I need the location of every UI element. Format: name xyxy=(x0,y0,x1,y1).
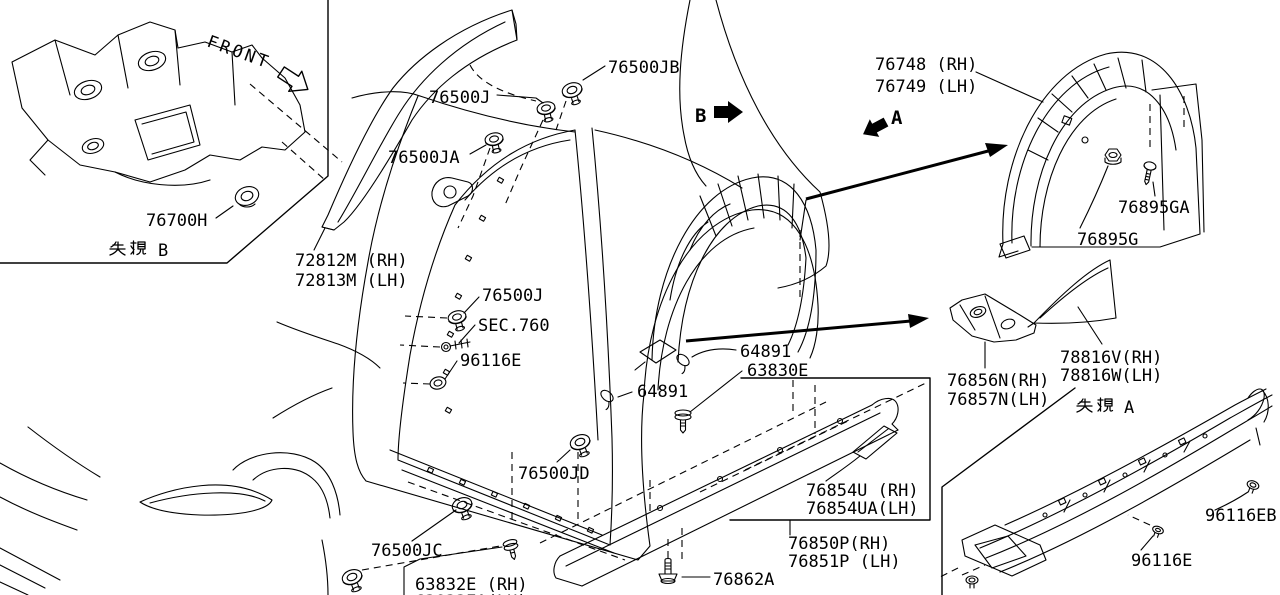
inset-a-border xyxy=(941,387,1076,595)
kanji-shi xyxy=(130,240,147,256)
part-label-76500ja: 76500JA xyxy=(388,148,460,168)
part-label-64891-b: 64891 xyxy=(637,382,688,402)
view-markers: B A xyxy=(685,101,1008,343)
leader-76500j-top xyxy=(496,94,544,104)
pin-64891-b-icon xyxy=(600,389,614,411)
part-label-76862a: 76862A xyxy=(713,570,774,590)
part-label-64891-a: 64891 xyxy=(740,342,791,362)
marker-b-label: B xyxy=(695,105,706,127)
part-label-72812m: 72812M (RH) xyxy=(295,251,408,271)
part-label-76748: 76748 (RH) xyxy=(875,55,977,75)
leaders-wheelhouse xyxy=(975,71,1156,229)
detail-arrow-bracket xyxy=(685,314,929,343)
part-label-78816v: 78816V(RH) xyxy=(1060,348,1162,368)
marker-a-label: A xyxy=(891,107,903,129)
part-label-76500j-mid: 76500J xyxy=(482,286,543,306)
part-label-76700h: 76700H xyxy=(146,211,207,231)
clip-76500jd-icon xyxy=(569,434,591,458)
inset-b-view-letter: B xyxy=(158,241,168,261)
marker-a-arrow-icon xyxy=(863,117,889,137)
leader-76500ja xyxy=(469,144,487,155)
clip-corner-icon xyxy=(341,569,363,593)
closing-parts: 76856N(RH) 76857N(LH) 78816V(RH) 78816W(… xyxy=(947,259,1162,410)
sill-molding-assembly: 64891 63830E 64891 76500JD 76500JC 63832… xyxy=(341,342,931,595)
clip-inset-a-corner-icon xyxy=(965,575,979,589)
part-label-96116e-br: 96116E xyxy=(1131,551,1192,571)
part-label-72813m: 72813M (LH) xyxy=(295,271,408,291)
clip-96116eb-icon xyxy=(1246,480,1260,494)
inset-view-b: 76700H B xyxy=(0,0,343,264)
leaders-mid xyxy=(444,296,480,380)
nut-76895g-icon xyxy=(1104,148,1122,165)
part-label-76895ga: 76895GA xyxy=(1118,198,1190,218)
marker-b-arrow-icon xyxy=(714,101,743,123)
part-label-96116eb: 96116EB xyxy=(1205,506,1277,526)
wheelhouse-protector-detail: 76748 (RH) 76749 (LH) 76895GA 76895G xyxy=(875,51,1205,259)
part-label-76500jc: 76500JC xyxy=(371,541,443,561)
top-clips: 76500J 76500JA 76500JB xyxy=(388,58,680,229)
bracket-76856n-drawing xyxy=(949,293,1037,343)
inset-b-caption: B xyxy=(109,240,168,261)
screw-76895ga-icon xyxy=(1143,161,1157,186)
part-label-76500j-top: 76500J xyxy=(429,88,490,108)
leader-76700h xyxy=(215,205,234,219)
clip-76500jc-icon xyxy=(451,497,473,521)
clip-76500jb-icon xyxy=(561,82,583,106)
kanji-ya xyxy=(1076,398,1093,413)
detail-arrow-wheelhouse xyxy=(805,143,1008,201)
part-label-76856n: 76856N(RH) xyxy=(947,371,1049,391)
part-label-76854u: 76854U (RH) xyxy=(806,481,919,501)
part-label-76850p: 76850P(RH) xyxy=(788,534,890,554)
rivet-63830e-icon xyxy=(674,409,692,434)
front-label: FRONT xyxy=(204,32,273,73)
grommet-76700h-icon xyxy=(234,186,260,208)
mid-fasteners: 76500J SEC.760 96116E xyxy=(399,286,550,390)
pin-64891-a-icon xyxy=(676,353,690,375)
clip-76500j-icon xyxy=(536,101,556,123)
part-label-78816w: 78816W(LH) xyxy=(1060,366,1162,386)
part-label-76854ua: 76854UA(LH) xyxy=(806,499,919,519)
bolt-sec760-icon xyxy=(440,338,471,353)
end-cap-76854u-drawing xyxy=(852,425,898,460)
clip-76500ja-icon xyxy=(484,132,504,154)
sill-leaders xyxy=(403,348,861,595)
clip-76500j-mid-icon xyxy=(447,310,467,332)
body-side-drawing xyxy=(351,0,830,561)
kanji-shi xyxy=(1097,397,1114,413)
assembly-box xyxy=(729,377,931,521)
part-label-63830e: 63830E xyxy=(747,361,808,381)
inset-a-caption: A xyxy=(1076,397,1134,418)
front-arrow-icon xyxy=(277,66,309,93)
kanji-ya xyxy=(109,241,126,256)
part-label-76500jb: 76500JB xyxy=(608,58,680,78)
inset-a-leaders xyxy=(1140,491,1249,551)
part-label-96116e-mid: 96116E xyxy=(460,351,521,371)
leader-78816v xyxy=(1077,306,1103,345)
pillar-finisher-drawing: 72812M (RH) 72813M (LH) xyxy=(295,9,518,291)
inset-b-border xyxy=(0,0,329,264)
part-label-76749: 76749 (LH) xyxy=(875,77,977,97)
grommet-96116e-icon xyxy=(429,376,447,390)
section-ref-label: SEC.760 xyxy=(478,316,550,336)
part-label-76500jd: 76500JD xyxy=(518,464,590,484)
part-label-76895g: 76895G xyxy=(1077,230,1138,250)
inset-a-view-letter: A xyxy=(1124,398,1134,418)
clip-96116e-icon xyxy=(1152,525,1164,538)
part-label-76857n: 76857N(LH) xyxy=(947,390,1049,410)
part-label-76851p: 76851P (LH) xyxy=(788,552,901,572)
leader-76500jb xyxy=(582,65,606,81)
pin-63832e-icon xyxy=(502,539,519,560)
front-car-sketch-drawing xyxy=(0,321,381,595)
wheelhouse-protector-installed-drawing xyxy=(634,173,817,371)
front-indicator: FRONT xyxy=(204,32,309,93)
screw-76862a-icon xyxy=(658,557,678,585)
inset-b-structure-drawing xyxy=(11,21,343,186)
inset-view-a: A 96116EB 96116E xyxy=(937,387,1277,595)
sheet-78816v-drawing xyxy=(1027,259,1117,328)
part-label-63832e: 63832E (RH) xyxy=(415,575,528,595)
inset-a-structure-drawing xyxy=(937,388,1273,579)
part-label-63833ea: 63833EA(LH) xyxy=(415,592,528,595)
